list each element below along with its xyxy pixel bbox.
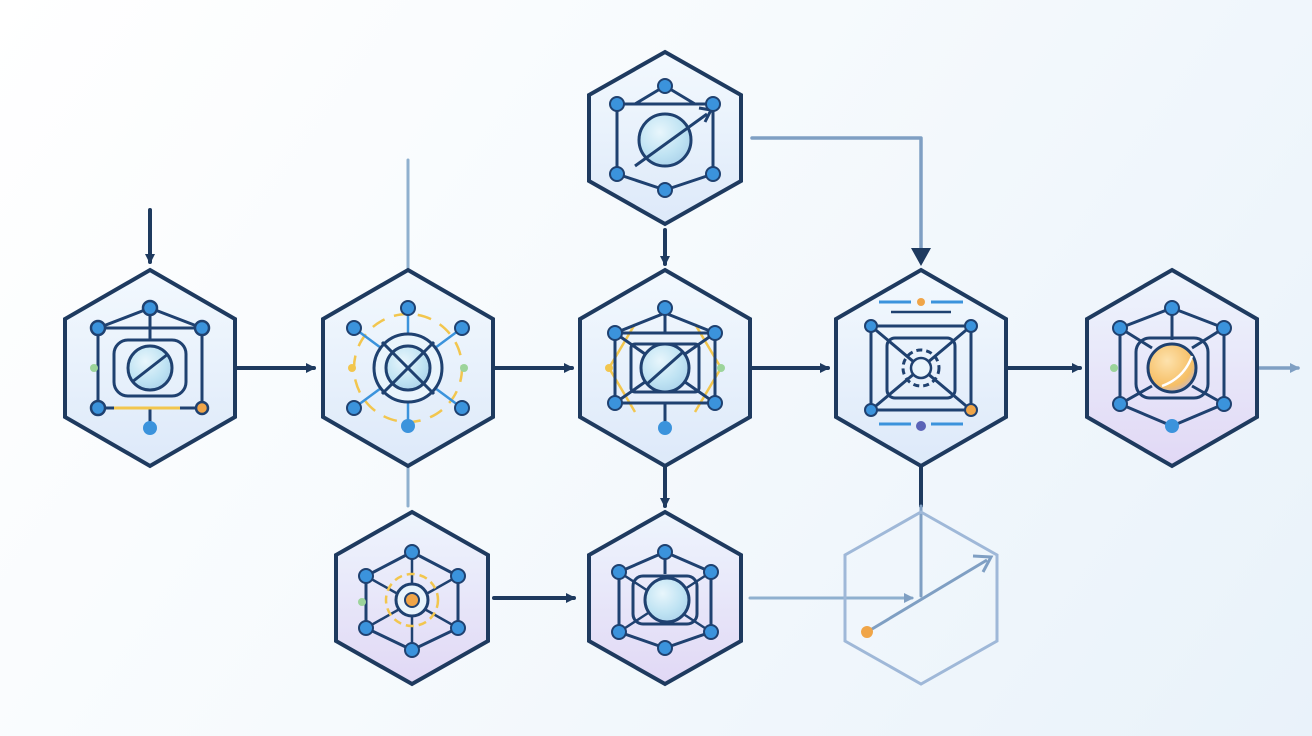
gear-grid-icon (864, 298, 978, 431)
lower-center-node[interactable] (587, 510, 743, 686)
network-orb-icon (611, 544, 719, 656)
edge-top-to-gear (750, 136, 923, 264)
hub-node[interactable] (321, 268, 495, 468)
ghost-node[interactable] (843, 510, 999, 686)
gear-node[interactable] (834, 268, 1008, 468)
network-orb-icon (605, 300, 725, 435)
orange-orb-icon (1110, 300, 1232, 433)
crossed-target-icon (346, 300, 470, 433)
lower-left-node[interactable] (334, 510, 490, 686)
web-cluster-icon (358, 544, 466, 658)
trend-arrow-icon (861, 554, 994, 638)
network-orb-icon (89, 299, 211, 435)
output-node[interactable] (1085, 268, 1259, 468)
center-node[interactable] (578, 268, 752, 468)
connectors (145, 136, 1300, 603)
top-node[interactable] (587, 50, 743, 226)
input-node[interactable] (63, 268, 237, 468)
orb-arrow-icon (609, 78, 721, 198)
